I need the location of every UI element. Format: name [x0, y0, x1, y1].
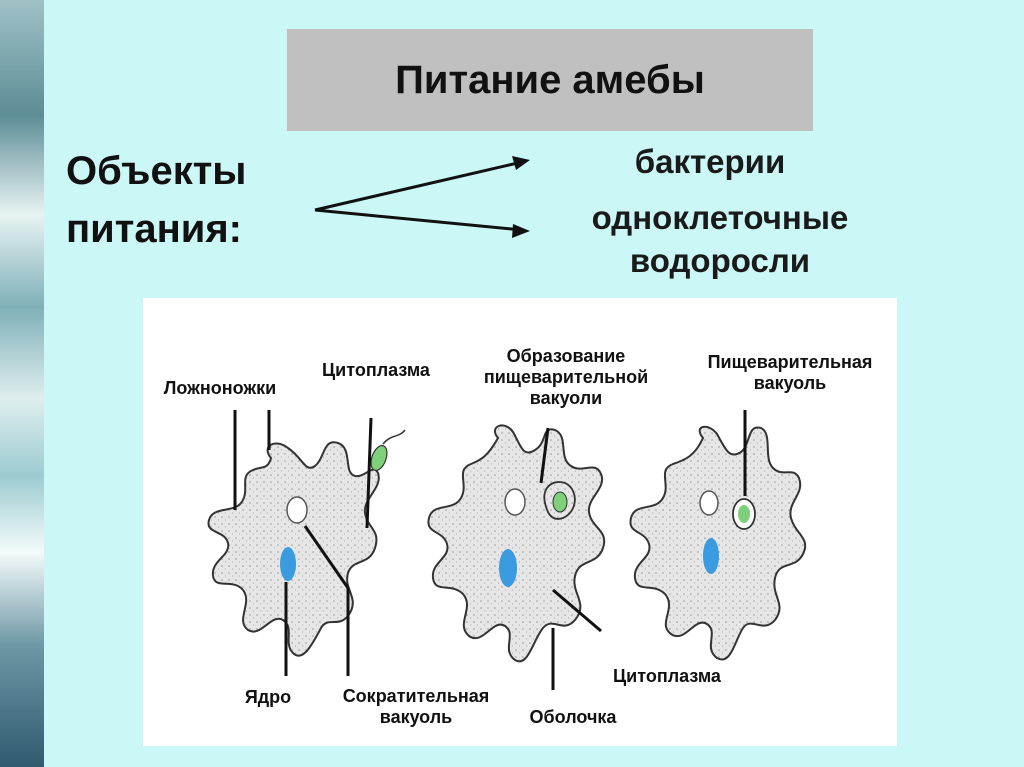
label-membrane: Оболочка [529, 707, 617, 727]
arrow-to-bacteria [314, 160, 523, 212]
label-vacuole-formation-line-3: вакуоли [529, 388, 603, 408]
label-nucleus: Ядро [244, 687, 292, 707]
label-pseudopods: Ложноножки [163, 378, 277, 398]
objects-label-line-2: питания: [66, 207, 242, 251]
title-box: Питание амебы [287, 29, 813, 131]
amoeba-3 [629, 425, 807, 661]
alga-1 [370, 444, 388, 472]
label-digestive-vacuole-line-1: Пищеварительная [707, 352, 873, 372]
nucleus-1 [280, 547, 296, 581]
food-item-algae-line-1: одноклеточные [591, 199, 849, 236]
arrowhead-1 [512, 156, 530, 170]
alga-2 [552, 491, 568, 513]
food-item-algae: одноклеточные водоросли [550, 196, 890, 282]
amoeba-1 [207, 429, 406, 657]
nucleus-2 [499, 549, 517, 587]
pointer-lines [233, 410, 747, 690]
food-item-algae-line-2: водоросли [629, 242, 811, 279]
label-digestive-vacuole-line-2: вакуоль [753, 373, 827, 393]
page-title: Питание амебы [395, 57, 705, 102]
amoeba-diagram: Ложноножки Цитоплазма Образование пищева… [143, 298, 897, 746]
objects-label: Объекты питания: [66, 142, 326, 258]
label-vacuole-formation-line-2: пищеварительной [483, 367, 649, 387]
nucleus-3 [703, 538, 719, 574]
branch-arrows [314, 156, 530, 238]
label-contractile-vacuole: Сократительная вакуоль [321, 686, 511, 728]
contractile-vacuole-3 [699, 490, 719, 516]
food-item-bacteria: бактерии [634, 143, 786, 180]
amoeba-2 [427, 424, 606, 663]
objects-label-line-1: Объекты [66, 149, 247, 193]
decorative-side-strip [0, 0, 44, 767]
contractile-vacuole-2 [504, 488, 526, 516]
alga-3 [738, 505, 750, 523]
contractile-vacuole-1 [286, 496, 308, 524]
arrowhead-2 [512, 224, 530, 238]
label-cytoplasm-top: Цитоплазма [322, 360, 430, 380]
label-vacuole-formation: Образование пищеварительной вакуоли [461, 346, 671, 409]
arrow-to-algae [314, 208, 523, 232]
label-cytoplasm-bottom: Цитоплазма [613, 666, 721, 686]
label-vacuole-formation-line-1: Образование [506, 346, 626, 366]
label-contractile-vacuole-line-1: Сократительная [342, 686, 490, 706]
label-contractile-vacuole-line-2: вакуоль [379, 707, 453, 727]
label-digestive-vacuole: Пищеварительная вакуоль [683, 352, 897, 394]
amoeba-illustration [207, 410, 807, 690]
